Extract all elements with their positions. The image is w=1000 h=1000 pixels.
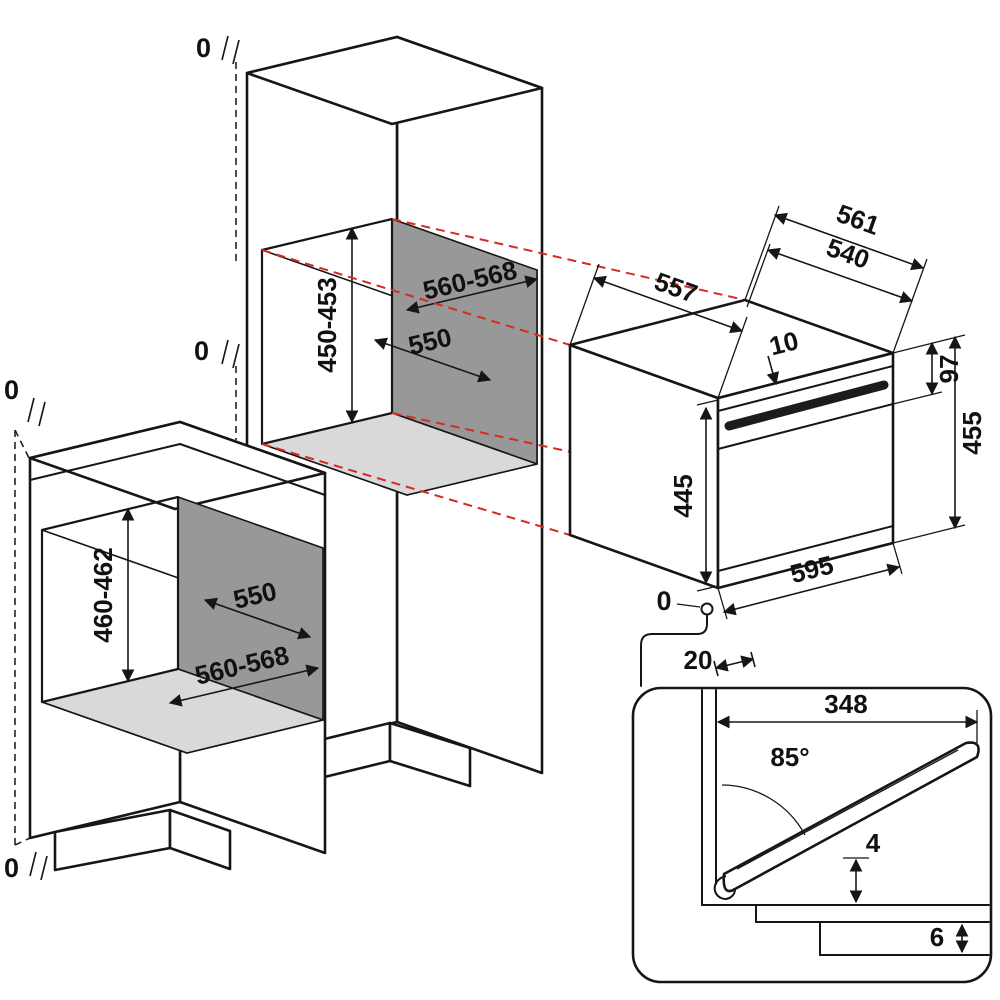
dim-label-base-top-zero: 0 <box>4 375 19 405</box>
reference-dashed <box>14 837 31 846</box>
dim-line-oven-front-offset <box>714 655 755 672</box>
base-cabinet-plinth-side <box>168 808 232 871</box>
oven: 561 540 557 10 97 455 445 595 0 <box>568 198 987 677</box>
dim-line-oven-cavity-depth <box>766 247 914 304</box>
zero-tick <box>40 855 48 881</box>
ext-line <box>717 587 728 620</box>
dim-label-oven-front-offset: 20 <box>684 645 713 675</box>
ext-line <box>696 585 719 592</box>
base-worktop-edge-front <box>29 443 181 481</box>
dim-label-door-open-depth: 348 <box>824 689 867 719</box>
tall-cabinet-plinth-side <box>388 721 472 788</box>
door-hinge-hook <box>713 875 736 900</box>
dim-label-tall-top-zero: 0 <box>196 33 211 63</box>
detail-connector-line <box>640 614 708 687</box>
projection-line-top-left <box>261 249 571 346</box>
dim-line-tall-niche-width <box>405 275 539 314</box>
dim-label-floor-gap: 6 <box>930 922 944 952</box>
dim-line-oven-width <box>722 563 901 616</box>
dim-label-oven-total-height: 455 <box>957 411 987 454</box>
dim-line-oven-side-depth <box>592 275 744 334</box>
dim-line-base-niche-width <box>168 664 320 707</box>
ext-line <box>892 542 903 575</box>
base-cabinet-top-face <box>28 420 327 511</box>
open-door-slab <box>722 741 980 893</box>
dim-label-oven-floor-zero: 0 <box>656 586 671 616</box>
zero-tick <box>713 660 719 677</box>
zero-tick <box>221 339 229 365</box>
oven-fascia-seam <box>717 403 894 450</box>
dim-line-tall-niche-depth <box>373 337 492 383</box>
door-detail-panel: 85° 348 4 6 <box>631 686 993 984</box>
dim-label-oven-top-clearance: 10 <box>766 325 801 361</box>
dim-label-tall-side-zero: 0 <box>194 336 209 366</box>
ext-line <box>892 258 928 354</box>
dim-label-base-bottom-zero: 0 <box>4 853 19 883</box>
door-angle-arc <box>721 784 806 836</box>
dim-label-oven-cavity-depth: 540 <box>823 232 874 275</box>
zero-leader-line <box>676 603 701 608</box>
dim-label-oven-front-height: 445 <box>668 474 698 517</box>
dim-label-oven-side-depth: 557 <box>651 266 702 309</box>
base-worktop-edge-side <box>179 443 326 496</box>
dim-label-door-gap: 4 <box>866 828 881 858</box>
dim-label-door-angle: 85° <box>770 742 809 772</box>
ext-line <box>569 263 600 346</box>
tall-cabinet-top-face <box>245 35 544 126</box>
dim-label-base-niche-height: 460-462 <box>88 547 118 642</box>
zero-tick <box>38 401 46 427</box>
door-inner-line <box>736 749 959 870</box>
door-pivot-marker <box>700 602 714 616</box>
dim-label-tall-niche-height: 450-453 <box>312 277 342 372</box>
zero-tick <box>29 851 37 877</box>
zero-tick <box>232 343 240 369</box>
oven-door-handle <box>724 380 889 431</box>
ext-line <box>892 391 943 405</box>
projection-line-bottom-left <box>261 443 571 536</box>
reference-dashed <box>14 429 31 461</box>
oven-top-trim-line <box>717 365 894 412</box>
dim-line-base-niche-depth <box>203 597 312 640</box>
dim-arrow-oven-top-clearance <box>766 355 779 386</box>
ext-line <box>744 205 780 301</box>
dim-label-oven-fascia-height: 97 <box>934 355 964 384</box>
zero-tick <box>232 39 240 65</box>
ext-line <box>696 399 719 406</box>
base-cabinet: 460-462 550 560-568 <box>28 420 327 872</box>
zero-clearance-markers: 0 0 0 0 <box>4 33 240 883</box>
oven-door-bottom-seam <box>717 525 894 572</box>
ext-line <box>746 243 771 308</box>
zero-tick <box>27 397 35 423</box>
zero-tick <box>221 35 229 61</box>
